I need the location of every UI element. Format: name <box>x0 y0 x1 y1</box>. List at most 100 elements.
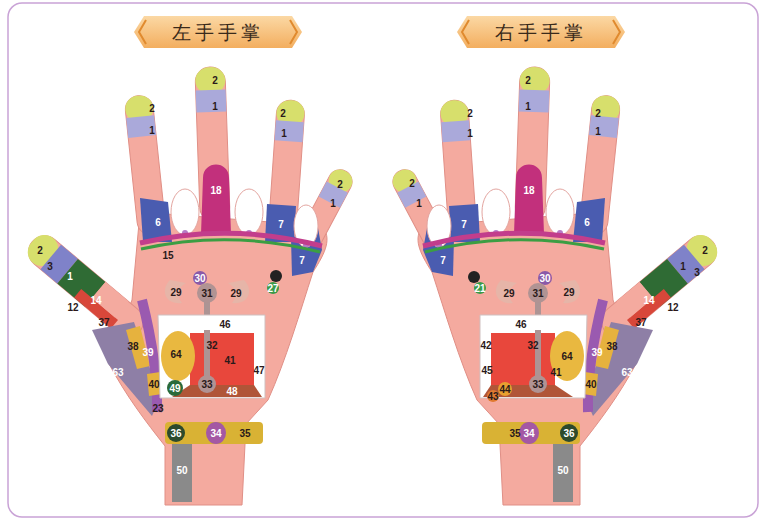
hand-zone <box>270 270 282 282</box>
callout-number: 40 <box>585 379 596 390</box>
callout-number: 32 <box>527 340 538 351</box>
callout-number: 2 <box>280 108 286 119</box>
callout-number: 2 <box>149 103 155 114</box>
callout-number: 7 <box>440 255 446 266</box>
callout-number: 50 <box>176 465 187 476</box>
callout-number: 7 <box>278 219 284 230</box>
callout-number: 36 <box>170 428 181 439</box>
callout-number: 14 <box>90 295 101 306</box>
callout-number: 1 <box>595 126 601 137</box>
callout-number: 46 <box>219 319 230 330</box>
callout-number: 1 <box>680 261 686 272</box>
callout-number: 37 <box>635 317 646 328</box>
banner-fill <box>457 16 625 48</box>
title-banner: 左手手掌 <box>134 16 302 48</box>
callout-number: 33 <box>201 379 212 390</box>
callout-number: 18 <box>210 185 221 196</box>
callout-number: 18 <box>523 185 534 196</box>
callout-number: 41 <box>550 367 561 378</box>
callout-number: 1 <box>467 128 473 139</box>
callout-number: 33 <box>532 379 543 390</box>
callout-number: 34 <box>210 428 221 439</box>
callout-number: 39 <box>142 347 153 358</box>
callout-number: 12 <box>667 302 678 313</box>
callout-number: 15 <box>162 250 173 261</box>
callout-number: 35 <box>509 428 520 439</box>
callout-number: 21 <box>474 283 485 294</box>
callout-number: 43 <box>487 391 498 402</box>
callout-number: 1 <box>67 271 73 282</box>
callout-number: 7 <box>461 219 467 230</box>
title-text: 左手手掌 <box>134 16 302 48</box>
callout-number: 2 <box>409 178 415 189</box>
left-extra-points <box>167 270 282 396</box>
callout-number: 1 <box>416 198 422 209</box>
callout-number: 47 <box>253 365 264 376</box>
hand-zone <box>498 382 512 396</box>
callout-number: 38 <box>127 341 138 352</box>
hand-zone <box>267 282 279 294</box>
callout-number: 42 <box>480 340 491 351</box>
callout-number: 1 <box>212 101 218 112</box>
title-text: 右手手掌 <box>457 16 625 48</box>
callout-number: 29 <box>170 287 181 298</box>
hand-zone <box>474 282 486 294</box>
callout-number: 50 <box>557 465 568 476</box>
callout-number: 2 <box>337 179 343 190</box>
callout-number: 2 <box>212 75 218 86</box>
callout-number: 1 <box>330 198 336 209</box>
callout-number: 30 <box>539 273 550 284</box>
callout-number: 29 <box>503 288 514 299</box>
callout-number: 2 <box>37 245 43 256</box>
callout-number: 38 <box>606 341 617 352</box>
callout-number: 1 <box>149 125 155 136</box>
callout-number: 3 <box>47 261 53 272</box>
callout-number: 2 <box>702 245 708 256</box>
callout-number: 31 <box>532 288 543 299</box>
callout-number: 31 <box>201 288 212 299</box>
banner-bracket <box>290 20 297 44</box>
callout-number: 6 <box>155 217 161 228</box>
callout-number: 1 <box>281 128 287 139</box>
callout-number: 1 <box>525 101 531 112</box>
banner-fill <box>134 16 302 48</box>
callout-number: 37 <box>98 317 109 328</box>
left-hand <box>22 67 356 505</box>
callout-number: 23 <box>152 403 163 414</box>
callout-number: 7 <box>299 255 305 266</box>
callout-number: 29 <box>230 288 241 299</box>
callout-number: 29 <box>563 287 574 298</box>
callout-number: 45 <box>481 365 492 376</box>
callout-number: 14 <box>643 295 654 306</box>
page-border <box>8 3 758 517</box>
callout-number: 40 <box>148 379 159 390</box>
callout-number: 63 <box>621 367 632 378</box>
callout-number: 36 <box>563 428 574 439</box>
callout-number: 2 <box>525 75 531 86</box>
callout-number: 44 <box>499 384 510 395</box>
callout-number: 35 <box>239 428 250 439</box>
callout-number: 32 <box>206 340 217 351</box>
title-banner: 右手手掌 <box>457 16 625 48</box>
hand-zone <box>167 380 183 396</box>
callout-number: 63 <box>112 367 123 378</box>
callout-number: 46 <box>515 319 526 330</box>
callout-number: 27 <box>267 283 278 294</box>
right-hand <box>389 67 723 505</box>
callout-number: 49 <box>169 383 180 394</box>
banner-bracket <box>139 20 146 44</box>
callout-number: 3 <box>694 267 700 278</box>
callout-number: 64 <box>170 349 181 360</box>
banner-bracket <box>462 20 469 44</box>
hand-zone <box>468 271 480 283</box>
callout-number: 64 <box>561 351 572 362</box>
callout-number: 48 <box>226 386 237 397</box>
banner-bracket <box>613 20 620 44</box>
callout-number: 2 <box>595 108 601 119</box>
callout-number: 2 <box>467 108 473 119</box>
callout-number: 41 <box>224 355 235 366</box>
callout-number: 12 <box>67 302 78 313</box>
